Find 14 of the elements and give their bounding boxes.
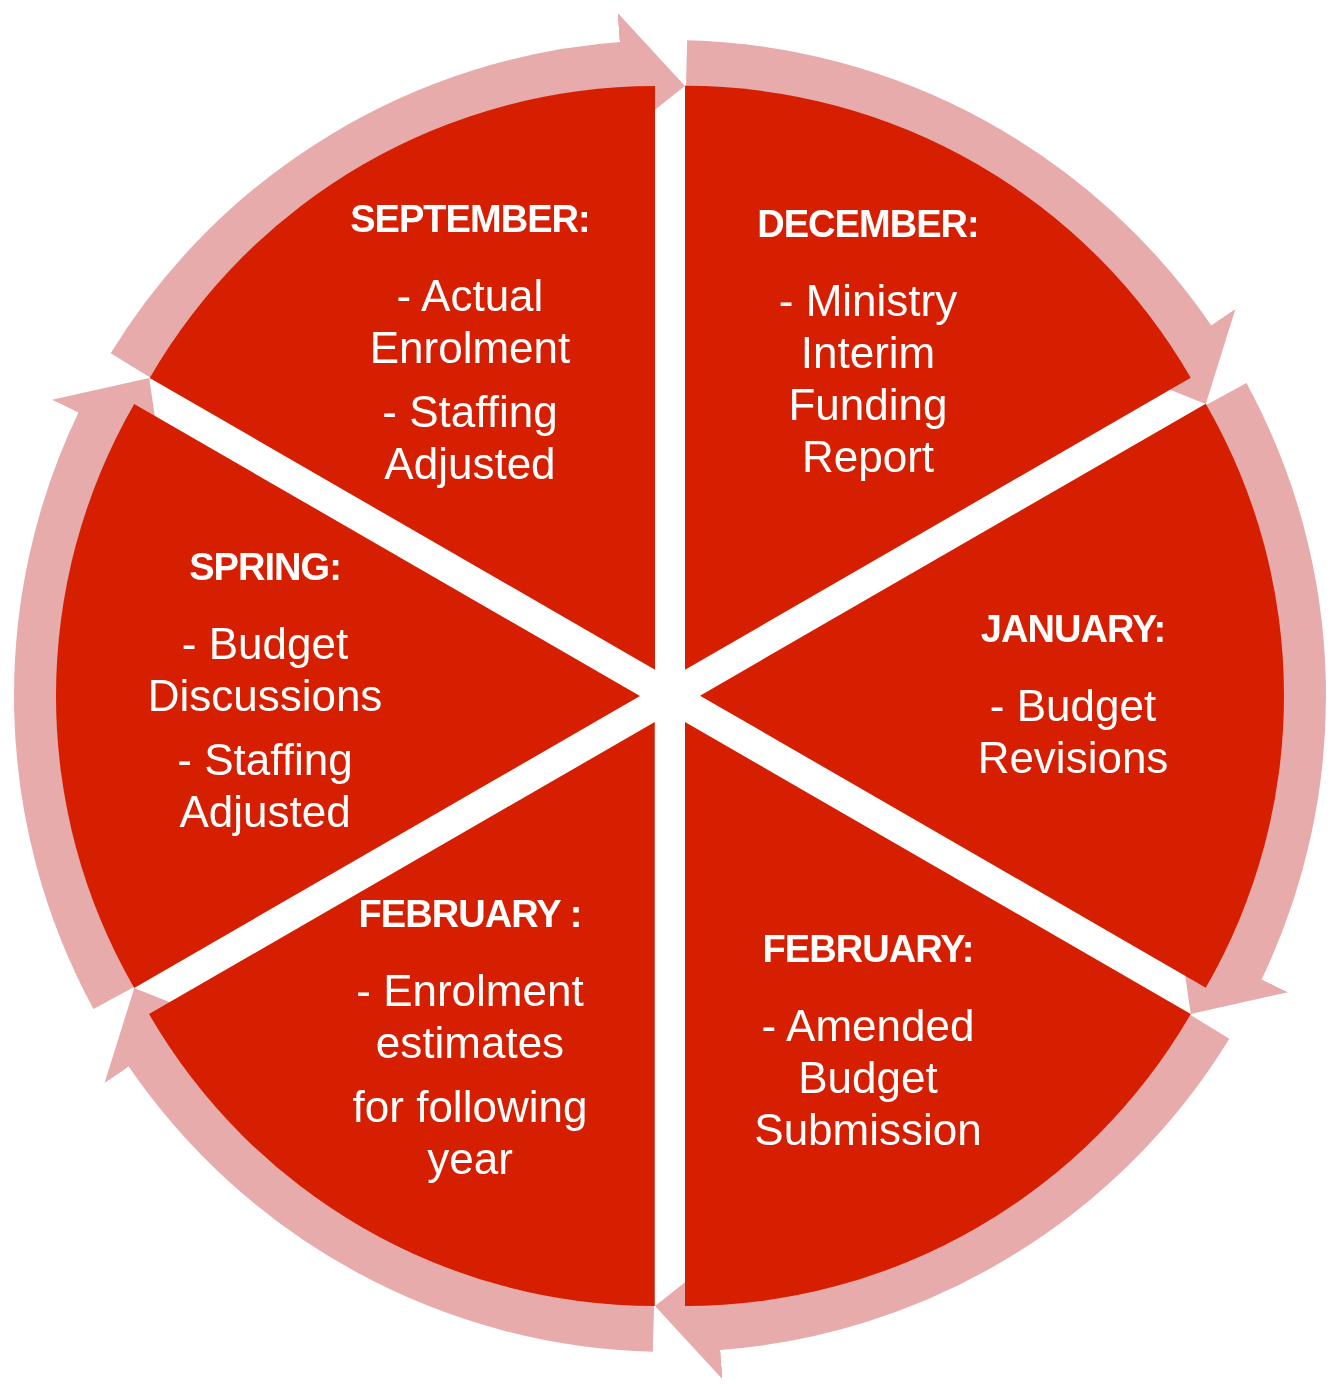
month-heading: FEBRUARY: bbox=[762, 930, 974, 968]
month-heading: FEBRUARY : bbox=[358, 895, 582, 933]
month-heading: JANUARY: bbox=[980, 610, 1166, 648]
month-heading: DECEMBER: bbox=[757, 205, 979, 243]
task-text: - Staffing Adjusted bbox=[176, 734, 354, 838]
task-text: - Budget Revisions bbox=[976, 680, 1170, 784]
task-text: - Amended Budget Submission bbox=[753, 1000, 983, 1156]
task-text: for following year bbox=[351, 1081, 589, 1185]
task-text: - Actual Enrolment bbox=[368, 270, 572, 374]
task-text: - Staffing Adjusted bbox=[381, 386, 559, 490]
task-text: - Ministry Interim Funding Report bbox=[777, 275, 959, 483]
task-text: - Budget Discussions bbox=[146, 618, 384, 722]
month-heading: SPRING: bbox=[189, 548, 341, 586]
month-heading: SEPTEMBER: bbox=[350, 200, 590, 238]
